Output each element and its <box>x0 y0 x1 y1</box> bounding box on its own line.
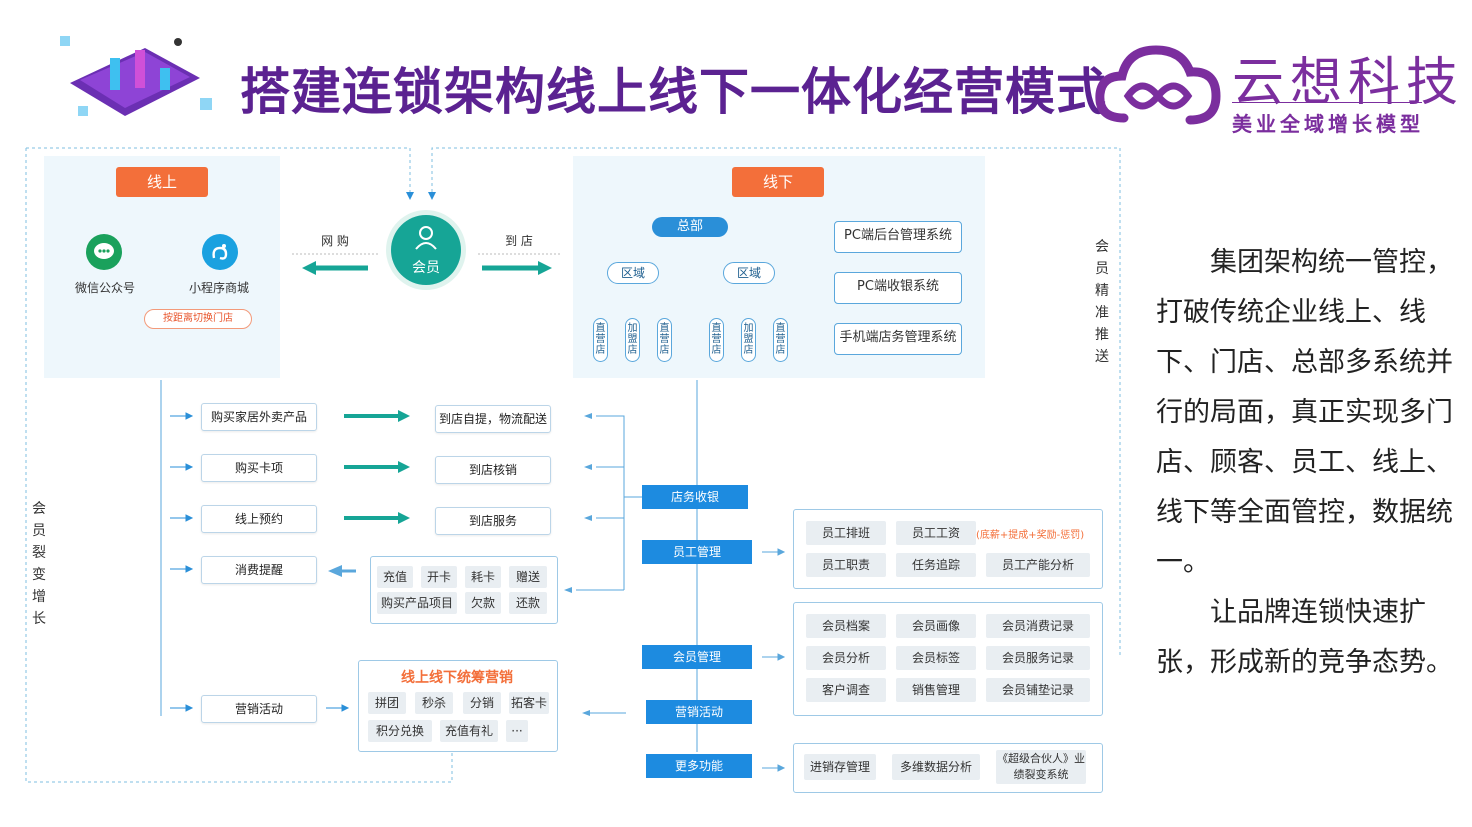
module-cashier: 店务收银 <box>642 485 748 509</box>
user-icon <box>415 226 437 250</box>
region-node-b: 区域 <box>723 262 775 284</box>
chip-customer-survey: 客户调查 <box>806 678 886 702</box>
chip-acquisition-card: 拓客卡 <box>509 692 549 714</box>
chip-member-pave-record: 会员铺垫记录 <box>986 678 1090 702</box>
offline-tag: 线下 <box>732 167 824 197</box>
module-staff: 员工管理 <box>642 540 752 564</box>
store-direct-4: 直营店 <box>773 318 788 362</box>
chip-partner-system: 《超级合伙人》业绩裂变系统 <box>996 750 1086 784</box>
flow-buy-products: 购买家居外卖产品 <box>201 403 317 431</box>
flow-buy-cards: 购买卡项 <box>201 454 317 482</box>
to-store-label: 到 店 <box>505 234 533 248</box>
header-illustration <box>60 36 212 116</box>
chip-group-buy: 拼团 <box>368 692 406 714</box>
hq-node: 总部 <box>652 217 728 237</box>
region-node-a: 区域 <box>607 262 659 284</box>
chip-member-tags: 会员标签 <box>896 646 976 670</box>
salary-note: (底薪+提成+奖励-惩罚) <box>976 530 1085 541</box>
marketing-box-title: 线上线下统筹营销 <box>401 670 513 686</box>
chip-debt: 欠款 <box>465 592 501 614</box>
chip-gift: 赠送 <box>509 566 547 588</box>
module-member: 会员管理 <box>642 645 752 669</box>
brand-logo-icon <box>1095 45 1221 125</box>
mobile-store-system: 手机端店务管理系统 <box>834 323 962 355</box>
chip-distribution: 分销 <box>463 692 501 714</box>
chip-staff-salary: 员工工资 <box>896 521 976 545</box>
brand-name: 云想科技 <box>1232 53 1465 113</box>
flow-online-booking: 线上预约 <box>201 505 317 533</box>
description-text: 集团架构统一管控，打破传统企业线上、线下、门店、总部多系统并行的局面，真正实现多… <box>1156 238 1456 688</box>
chip-recharge: 充值 <box>377 566 413 588</box>
miniapp-label: 小程序商城 <box>188 281 249 295</box>
fission-growth-label: 会员裂变增长 <box>32 501 46 627</box>
chip-recharge-gift: 充值有礼 <box>440 720 498 742</box>
chip-member-profile: 会员档案 <box>806 614 886 638</box>
module-more: 更多功能 <box>646 754 752 778</box>
switch-store-badge: 按距离切换门店 <box>144 309 252 329</box>
store-franchise-2: 加盟店 <box>741 318 756 362</box>
chip-inventory: 进销存管理 <box>804 754 876 780</box>
flow-consume-reminder: 消费提醒 <box>201 556 317 584</box>
chip-sales-management: 销售管理 <box>896 678 976 702</box>
chip-member-consume-record: 会员消费记录 <box>986 614 1090 638</box>
description-paragraph-1: 集团架构统一管控，打破传统企业线上、线下、门店、总部多系统并行的局面，真正实现多… <box>1156 247 1453 578</box>
chip-points-exchange: 积分兑换 <box>368 720 432 742</box>
chip-member-portrait: 会员画像 <box>896 614 976 638</box>
chip-data-analysis: 多维数据分析 <box>892 754 980 780</box>
page-title: 搭建连锁架构线上线下一体化经营模式 <box>240 63 1107 121</box>
chip-task-tracking: 任务追踪 <box>896 553 976 577</box>
chip-staff-duty: 员工职责 <box>806 553 886 577</box>
chip-more-dots: ··· <box>506 720 528 742</box>
store-direct-2: 直营店 <box>657 318 672 362</box>
store-direct-3: 直营店 <box>709 318 724 362</box>
chip-member-analysis: 会员分析 <box>806 646 886 670</box>
chip-flash-sale: 秒杀 <box>415 692 453 714</box>
store-direct-1: 直营店 <box>593 318 608 362</box>
chip-open-card: 开卡 <box>421 566 457 588</box>
brand-slogan: 美业全域增长模型 <box>1232 112 1424 136</box>
chip-consume-card: 耗卡 <box>465 566 501 588</box>
chip-repay: 还款 <box>509 592 547 614</box>
precise-push-label: 会员精准推送 <box>1095 239 1109 365</box>
chip-member-service-record: 会员服务记录 <box>986 646 1090 670</box>
member-label: 会员 <box>412 260 440 276</box>
net-buy-label: 网 购 <box>321 234 349 248</box>
flow-marketing-activity: 营销活动 <box>201 695 317 723</box>
wechat-label: 微信公众号 <box>74 281 135 295</box>
flow-pickup-delivery: 到店自提，物流配送 <box>435 405 551 433</box>
wechat-icon <box>86 234 122 270</box>
module-marketing: 营销活动 <box>646 700 752 724</box>
flow-store-service: 到店服务 <box>435 507 551 535</box>
online-tag: 线上 <box>116 167 208 197</box>
pc-admin-system: PC端后台管理系统 <box>834 221 962 253</box>
pc-cashier-system: PC端收银系统 <box>834 272 962 304</box>
brand-divider <box>1232 102 1422 103</box>
chip-staff-schedule: 员工排班 <box>806 521 886 545</box>
store-franchise-1: 加盟店 <box>625 318 640 362</box>
description-paragraph-2: 让品牌连锁快速扩张，形成新的竞争态势。 <box>1156 597 1453 678</box>
member-node: 会员 <box>386 210 466 290</box>
flow-store-redeem: 到店核销 <box>435 456 551 484</box>
chip-buy-items: 购买产品项目 <box>377 592 457 614</box>
chip-staff-productivity: 员工产能分析 <box>986 553 1090 577</box>
miniapp-icon <box>202 234 238 270</box>
